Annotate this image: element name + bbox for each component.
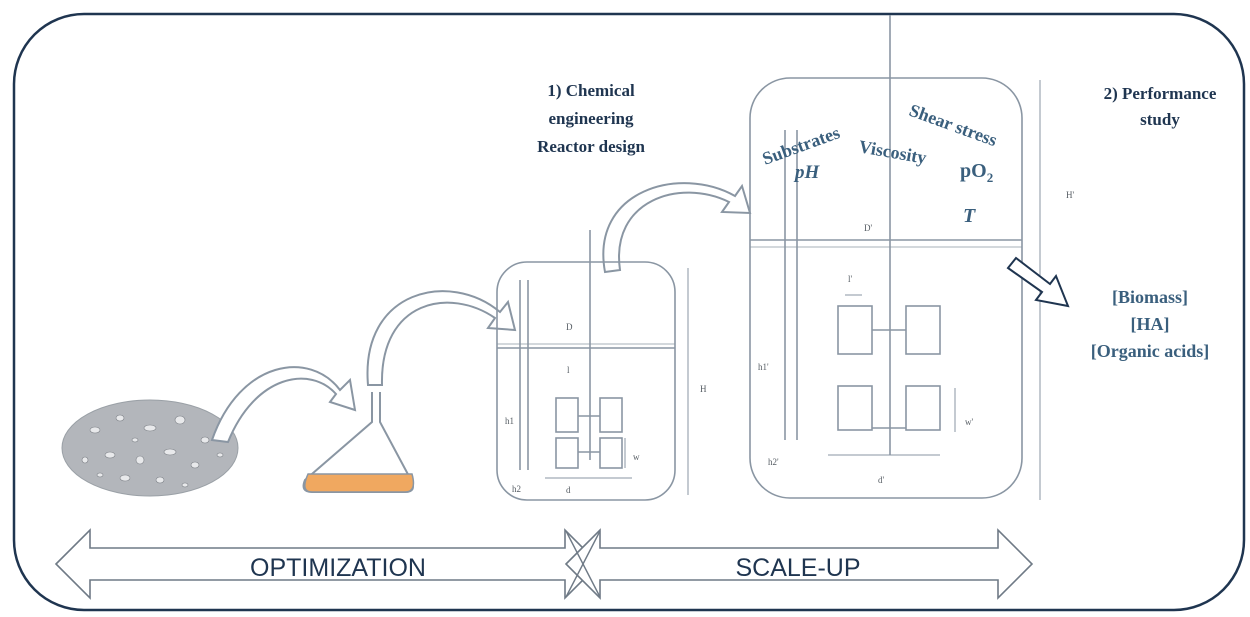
parameter-shear-stress: Shear stress — [907, 100, 1000, 150]
large-reactor-label-h1: h1' — [758, 362, 769, 372]
outer-frame — [12, 12, 1246, 612]
step-1-line-1: 1) Chemical — [547, 81, 635, 100]
large-reactor-label-D: D' — [864, 223, 872, 233]
large-reactor-label-h2: h2' — [768, 457, 779, 467]
large-reactor-label-l: l' — [848, 274, 853, 284]
culture-plate — [61, 399, 239, 497]
small-reactor-labels: D H l h1 w h2 d — [505, 322, 707, 495]
parameter-po2: pO2 — [960, 160, 993, 185]
large-reactor-label-d: d' — [878, 475, 885, 485]
arrow-crossing — [565, 530, 601, 598]
step-1-line-3: Reactor design — [537, 137, 645, 156]
erlenmeyer-flask — [302, 392, 415, 493]
large-reactor-label-H: H' — [1066, 190, 1074, 200]
process-parameters: Substrates Shear stress Viscosity pH pO2… — [760, 100, 1000, 227]
small-reactor-label-H: H — [700, 384, 707, 394]
optimization-label: OPTIMIZATION — [250, 554, 426, 582]
output-biomass: [Biomass] — [1112, 287, 1188, 307]
small-reactor-label-w: w — [633, 452, 640, 462]
scale-up-arrow — [564, 528, 1034, 600]
output-arrow — [1006, 256, 1070, 308]
output-ha: [HA] — [1131, 314, 1170, 334]
step-2-line-1: 2) Performance — [1104, 84, 1217, 103]
parameter-po2-subscript: 2 — [987, 170, 994, 185]
curved-arrow-flask-to-small-reactor — [366, 290, 517, 386]
large-reactor-labels: D' H' l' h1' w' h2' d' — [758, 190, 1074, 485]
parameter-temperature: T — [963, 205, 976, 227]
step-1-label: 1) Chemical engineering Reactor design — [537, 81, 645, 156]
scale-up-label: SCALE-UP — [735, 554, 860, 582]
small-reactor-label-D: D — [566, 322, 573, 332]
small-reactor-label-h2: h2 — [512, 484, 521, 494]
output-organic-acids: [Organic acids] — [1091, 341, 1210, 361]
transfer-arrows — [210, 182, 752, 444]
small-reactor-label-h1: h1 — [505, 416, 514, 426]
parameter-viscosity: Viscosity — [857, 136, 928, 168]
small-reactor-label-l: l — [567, 365, 570, 375]
small-reactor — [496, 230, 689, 501]
step-2-line-2: study — [1140, 110, 1180, 129]
step-2-label: 2) Performance study — [1104, 84, 1217, 129]
step-1-line-2: engineering — [549, 109, 634, 128]
parameter-ph: pH — [793, 162, 821, 183]
curved-arrow-small-to-large-reactor — [602, 182, 752, 274]
outputs: [Biomass] [HA] [Organic acids] — [1091, 287, 1210, 361]
small-reactor-label-d: d — [566, 485, 571, 495]
curved-arrow-plate-to-flask — [210, 366, 357, 444]
large-reactor — [749, 15, 1041, 500]
large-reactor-label-w: w' — [965, 417, 973, 427]
